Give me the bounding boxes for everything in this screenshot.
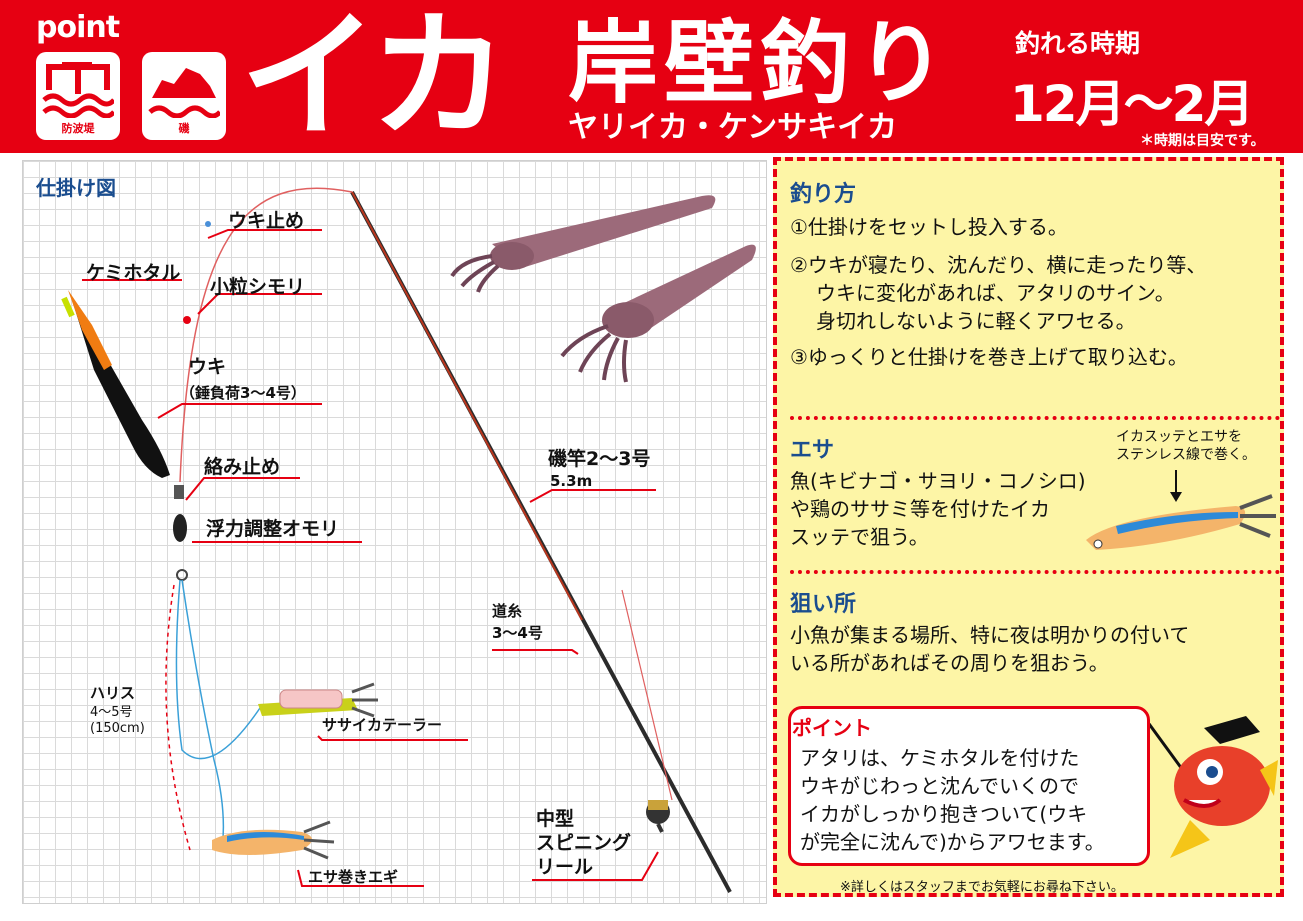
squid-illustration-2: [560, 244, 756, 383]
spot-title: 狙い所: [790, 592, 857, 617]
species-names: ヤリイカ・ケンサキイカ: [568, 110, 898, 145]
page-subtitle: 岸壁釣り: [568, 11, 952, 116]
bait-line-3: スッテで狙う。: [790, 525, 929, 549]
point-line-2: ウキがじわっと沈んでいくので: [800, 774, 1079, 798]
label-reel-2: スピニング: [536, 832, 632, 854]
label-harisu-length: (150cm): [90, 721, 145, 736]
sasai-tailer-shape: [258, 682, 378, 718]
swivel-shape: [176, 569, 188, 581]
rocky-shore-icon: [148, 68, 220, 118]
bait-line-1: 魚(キビナゴ・サヨリ・コノシロ): [790, 469, 1086, 493]
fish-mascot-icon: [1150, 716, 1278, 858]
label-rod: 磯竿2～3号: [548, 448, 651, 470]
label-uki: ウキ: [188, 356, 227, 378]
point-title: ポイント: [792, 716, 872, 740]
egi-shape: [212, 820, 335, 860]
rig-diagram-grid: [22, 160, 767, 904]
label-shimori: 小粒シモリ: [210, 276, 306, 298]
reel-shape: [646, 800, 670, 833]
squid-illustration-1: [450, 195, 716, 293]
kemihotaru-shape: [61, 296, 75, 318]
label-egi: エサ巻きエギ: [308, 868, 399, 886]
method-line-3: ウキに変化があれば、アタリのサイン。: [816, 281, 1175, 305]
section-divider-1: [790, 416, 1280, 420]
season-label: 釣れる時期: [1015, 29, 1141, 58]
bait-note-2: ステンレス線で巻く。: [1116, 447, 1256, 463]
method-line-2: ②ウキが寝たり、沈んだり、横に走ったり等、: [790, 253, 1207, 277]
label-rod-length: 5.3m: [550, 472, 593, 490]
point-line-1: アタリは、ケミホタルを付けた: [800, 746, 1080, 770]
section-divider-2: [790, 570, 1280, 574]
rod-tip-shape: [351, 191, 583, 621]
point-callout: [788, 706, 1150, 866]
diagram-title: 仕掛け図: [36, 176, 116, 200]
season-note: ＊時期は目安です。: [1140, 133, 1265, 149]
method-title: 釣り方: [790, 182, 857, 207]
breakwater-icon: [42, 62, 114, 118]
label-sasai-tailer: ササイカテーラー: [322, 716, 443, 734]
bait-title: エサ: [790, 438, 835, 463]
harisu-length-shape: [165, 584, 191, 851]
label-kemihotaru: ケミホタル: [86, 262, 181, 284]
bait-line-2: や鶏のササミ等を付けたイカ: [790, 497, 1050, 521]
leader-upper-shape: [175, 579, 263, 760]
spot-line-2: いる所があればその周りを狙おう。: [790, 651, 1109, 675]
method-line-4: 身切れしないように軽くアワセる。: [816, 309, 1136, 333]
rig-diagram: [61, 187, 756, 893]
label-harisu-size: 4～5号: [90, 705, 133, 720]
point-line-4: が完全に沈んで)からアワセます。: [800, 830, 1105, 854]
uki-stop-shape: [205, 221, 211, 227]
main-line-shape: [179, 187, 353, 483]
ika-sutte-icon: [1086, 470, 1276, 550]
label-karami: 絡み止め: [204, 456, 281, 478]
label-reel-1: 中型: [536, 808, 575, 830]
label-pointers: [82, 229, 659, 887]
shimori-bead-shape: [183, 316, 191, 324]
footer-note: ※詳しくはスタッフまでお気軽にお尋ね下さい。: [840, 880, 1124, 895]
label-line-size: 3～4号: [492, 624, 543, 642]
rocky-shore-label: 磯: [178, 122, 190, 135]
method-line-1: ①仕掛けをセットし投入する。: [790, 215, 1068, 239]
point-line-3: イカがしっかり抱きついて(ウキ: [800, 802, 1088, 826]
label-uki-stop: ウキ止め: [228, 210, 305, 232]
breakwater-label: 防波堤: [61, 122, 95, 135]
label-reel-3: リール: [536, 856, 594, 878]
method-line-5: ③ゆっくりと仕掛けを巻き上げて取り込む。: [790, 345, 1188, 369]
breakwater-badge: 防波堤: [36, 52, 120, 140]
sinker-shape: [173, 514, 187, 542]
label-harisu: ハリス: [90, 684, 136, 702]
label-omori: 浮力調整オモリ: [206, 518, 340, 540]
karami-shape: [174, 485, 184, 499]
label-uki-note: （錘負荷3～4号）: [180, 384, 306, 402]
page-title: イカ: [240, 0, 508, 157]
season-value: 12月～2月: [1010, 75, 1254, 133]
bait-note-1: イカスッテとエサを: [1116, 429, 1242, 445]
leader-lower-shape: [181, 579, 225, 851]
spot-line-1: 小魚が集まる場所、特に夜は明かりの付いて: [790, 623, 1190, 647]
label-line: 道糸: [492, 602, 523, 620]
rocky-shore-badge: 磯: [142, 52, 226, 140]
point-logo: point: [36, 10, 120, 45]
float-top-shape: [68, 290, 112, 370]
line-to-reel-shape: [621, 589, 673, 801]
